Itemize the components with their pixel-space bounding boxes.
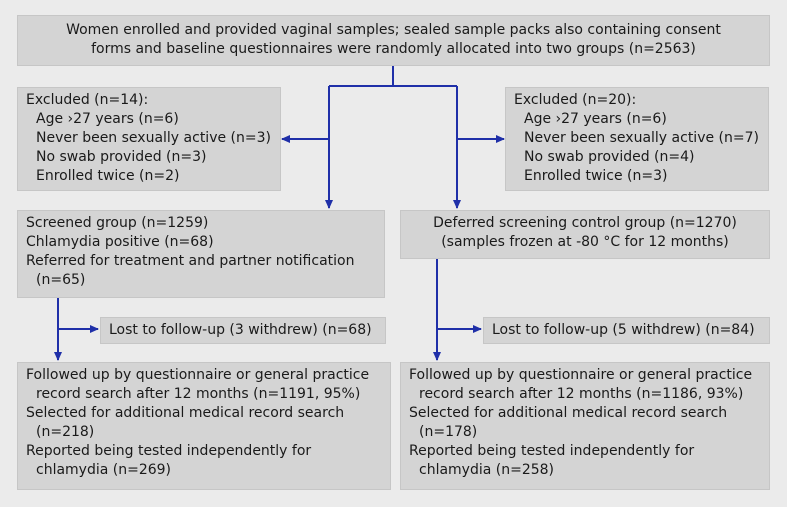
excluded-left-item: Enrolled twice (n=2): [36, 168, 180, 184]
excluded-left-item: No swab provided (n=3): [36, 149, 207, 165]
excluded-left-box: Excluded (n=14): Age ›27 years (n=6) Nev…: [17, 87, 281, 191]
lost-right-label: Lost to follow-up (5 withdrew) (n=84): [483, 317, 770, 344]
followed-left-line-3: Selected for additional medical record s…: [26, 405, 345, 421]
screened-line-3: Referred for treatment and partner notif…: [26, 253, 355, 269]
followed-right-line-4: (n=178): [419, 424, 478, 440]
deferred-line-2: (samples frozen at -80 °C for 12 months): [441, 234, 729, 250]
screened-line-2: Chlamydia positive (n=68): [26, 234, 214, 250]
followed-right-line-5: Reported being tested independently for: [409, 443, 695, 459]
excluded-right-title: Excluded (n=20):: [514, 92, 637, 108]
screened-line-1: Screened group (n=1259): [26, 215, 209, 231]
followed-left-line-6: chlamydia (n=269): [36, 462, 172, 478]
enrollment-line-2: forms and baseline questionnaires were r…: [91, 41, 696, 57]
followed-right-box: Followed up by questionnaire or general …: [400, 362, 770, 490]
excluded-right-item: Enrolled twice (n=3): [524, 168, 668, 184]
excluded-right-item: No swab provided (n=4): [524, 149, 695, 165]
followed-right-line-6: chlamydia (n=258): [419, 462, 555, 478]
followed-left-line-1: Followed up by questionnaire or general …: [26, 367, 370, 383]
excluded-right-item: Never been sexually active (n=7): [524, 130, 759, 146]
followed-right-line-3: Selected for additional medical record s…: [409, 405, 728, 421]
excluded-right-box: Excluded (n=20): Age ›27 years (n=6) Nev…: [505, 87, 769, 191]
followed-right-line-1: Followed up by questionnaire or general …: [409, 367, 753, 383]
enrollment-box: Women enrolled and provided vaginal samp…: [17, 15, 770, 66]
enrollment-line-1: Women enrolled and provided vaginal samp…: [66, 22, 721, 38]
lost-left-label: Lost to follow-up (3 withdrew) (n=68): [100, 317, 386, 344]
deferred-line-1: Deferred screening control group (n=1270…: [433, 215, 737, 231]
screened-line-4: (n=65): [36, 272, 86, 288]
excluded-left-item: Never been sexually active (n=3): [36, 130, 271, 146]
deferred-group-box: Deferred screening control group (n=1270…: [400, 210, 770, 259]
screened-group-box: Screened group (n=1259) Chlamydia positi…: [17, 210, 385, 298]
followed-left-line-2: record search after 12 months (n=1191, 9…: [36, 386, 361, 402]
excluded-left-item: Age ›27 years (n=6): [36, 111, 179, 127]
excluded-left-title: Excluded (n=14):: [26, 92, 149, 108]
followed-left-line-5: Reported being tested independently for: [26, 443, 312, 459]
followed-left-line-4: (n=218): [36, 424, 95, 440]
followed-right-line-2: record search after 12 months (n=1186, 9…: [419, 386, 744, 402]
excluded-right-item: Age ›27 years (n=6): [524, 111, 667, 127]
followed-left-box: Followed up by questionnaire or general …: [17, 362, 391, 490]
